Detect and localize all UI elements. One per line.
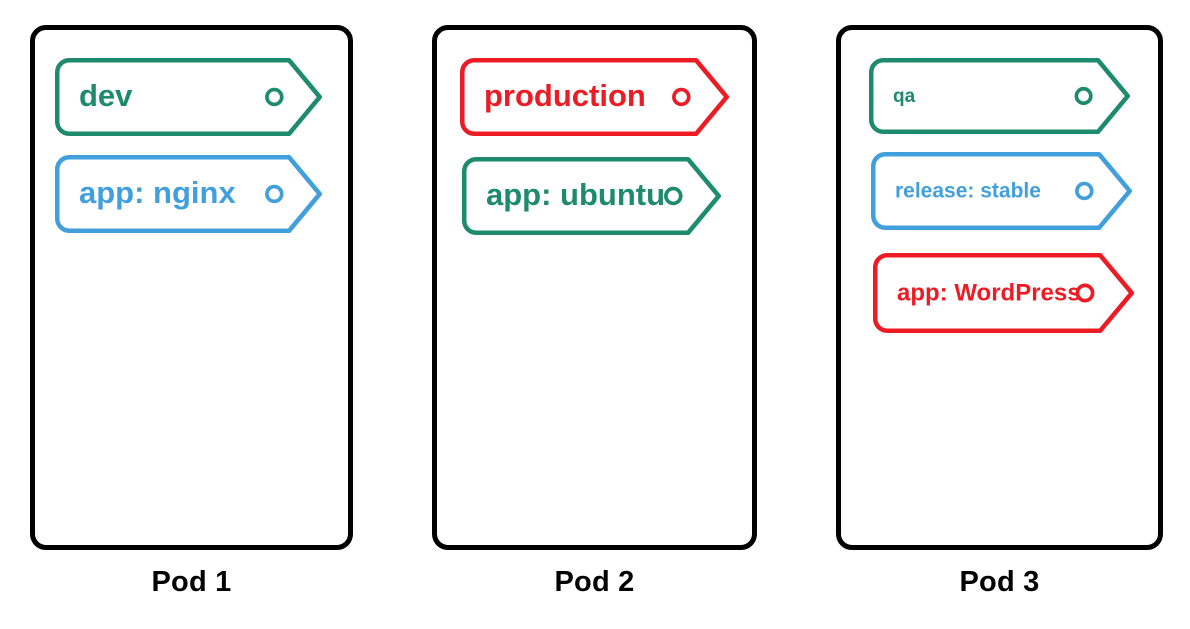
tag-label: release: stable	[895, 180, 1041, 203]
tag-app-nginx[interactable]: app: nginx	[55, 155, 325, 233]
tag-hole-icon	[664, 186, 683, 206]
pod-caption-1: Pod 1	[151, 566, 232, 598]
tag-label: dev	[79, 78, 133, 113]
tag-app-ubuntu[interactable]: app: ubuntu	[462, 157, 724, 235]
pod-caption-3: Pod 3	[959, 566, 1040, 598]
tag-hole-icon	[1075, 181, 1094, 201]
tag-label: app: ubuntu	[486, 177, 665, 212]
tag-outline	[460, 58, 729, 136]
tag-label: production	[484, 78, 646, 113]
tag-outline	[55, 155, 322, 233]
tag-hole-icon	[265, 87, 284, 107]
tag-hole-icon	[1075, 283, 1095, 303]
tag-outline	[871, 152, 1132, 230]
tag-outline	[873, 253, 1134, 333]
tag-label: app: WordPress	[897, 279, 1081, 306]
tag-label: app: nginx	[79, 175, 236, 210]
tag-app-wordpress[interactable]: app: WordPress	[873, 253, 1137, 333]
tag-hole-icon	[1074, 86, 1093, 106]
tag-outline	[869, 58, 1130, 134]
tag-production[interactable]: production	[460, 58, 732, 136]
tag-outline	[462, 157, 721, 235]
tag-release-stable[interactable]: release: stable	[871, 152, 1135, 230]
tag-outline	[55, 58, 322, 136]
tag-label: qa	[893, 86, 916, 107]
tag-qa[interactable]: qa	[869, 58, 1133, 134]
tag-dev[interactable]: dev	[55, 58, 325, 136]
tag-hole-icon	[672, 87, 691, 107]
tag-hole-icon	[265, 184, 284, 204]
pod-caption-2: Pod 2	[554, 566, 635, 598]
